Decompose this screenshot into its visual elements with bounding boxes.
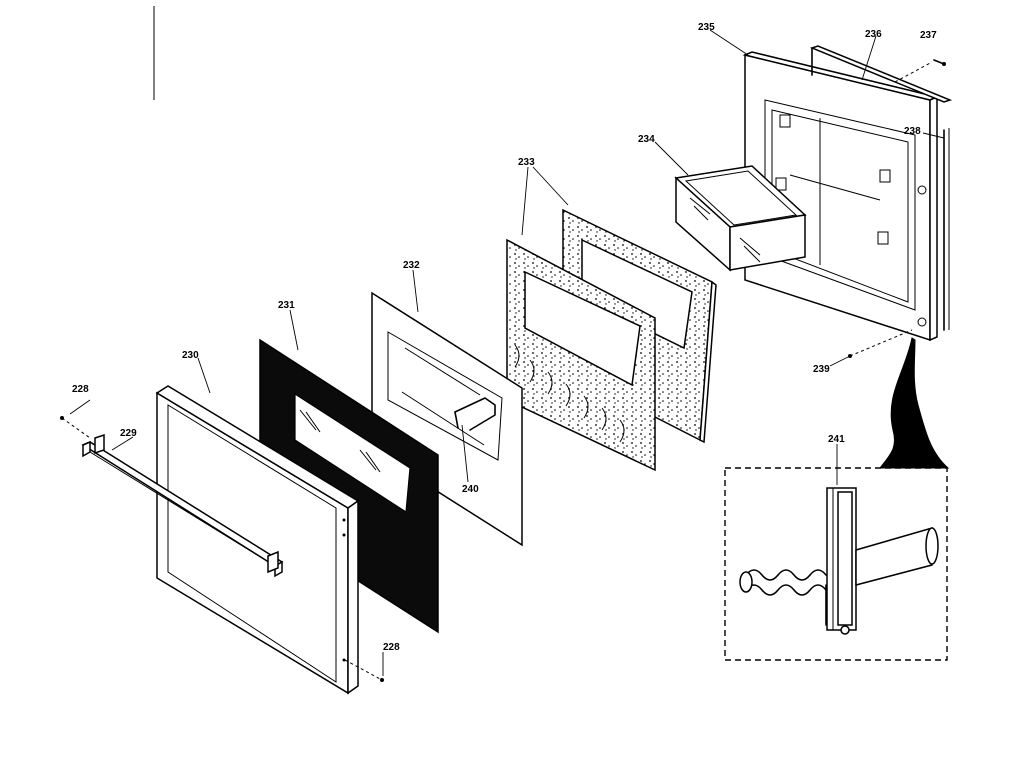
door-side-rod	[943, 128, 950, 331]
screw-239	[848, 329, 913, 358]
detail-box-241	[724, 467, 948, 661]
inner-door-panel	[371, 291, 523, 547]
bracket-240	[454, 397, 496, 431]
part-labels: 228 228 229 230 231 232 233 234 235 236 …	[72, 22, 937, 653]
label-part-232: 232	[403, 260, 420, 271]
screw-237	[894, 59, 946, 83]
label-part-233: 233	[518, 157, 535, 168]
screw-228-top	[60, 416, 91, 439]
label-part-241: 241	[828, 434, 845, 445]
insulation-panel-front	[506, 238, 656, 472]
label-part-235: 235	[698, 22, 715, 33]
label-part-228-top: 228	[72, 384, 89, 395]
screw-228-bottom	[344, 659, 384, 682]
door-gasket-strip	[809, 45, 953, 103]
detail-callout-arrow	[878, 337, 950, 469]
label-part-237: 237	[920, 30, 937, 41]
leader-lines	[69, 29, 945, 676]
window-glass-box	[674, 165, 807, 272]
label-part-228-bottom: 228	[383, 642, 400, 653]
door-handle	[81, 433, 284, 578]
label-part-236: 236	[865, 29, 882, 40]
label-part-229: 229	[120, 428, 137, 439]
label-part-239: 239	[813, 364, 830, 375]
label-part-240: 240	[462, 484, 479, 495]
label-part-231: 231	[278, 300, 295, 311]
label-part-234: 234	[638, 134, 655, 145]
label-part-230: 230	[182, 350, 199, 361]
label-part-238: 238	[904, 126, 921, 137]
